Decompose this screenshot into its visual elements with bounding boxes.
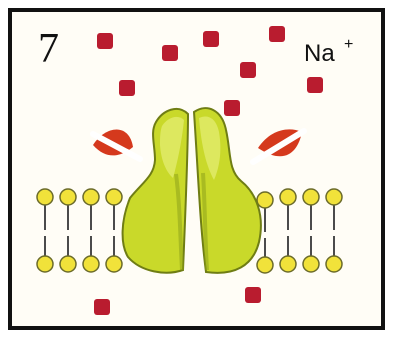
- lipid-head: [303, 256, 319, 272]
- panel-number: 7: [38, 26, 59, 72]
- sodium-ion-icon: [119, 80, 135, 96]
- lipid-head: [326, 189, 342, 205]
- lipid-head: [303, 189, 319, 205]
- sodium-ion-icon: [203, 31, 219, 47]
- sodium-ion-icon: [240, 62, 256, 78]
- sodium-ion-icon: [162, 45, 178, 61]
- lipid-head: [37, 256, 53, 272]
- lipid-head: [106, 189, 122, 205]
- lipid-head: [280, 256, 296, 272]
- sodium-ion-icon: [94, 299, 110, 315]
- sodium-ion-icon: [269, 26, 285, 42]
- ion-label: Na: [304, 40, 335, 67]
- lipid-head: [257, 257, 273, 273]
- lipid-head: [83, 256, 99, 272]
- lipid-head: [60, 256, 76, 272]
- lipid-head: [106, 256, 122, 272]
- lipid-head: [83, 189, 99, 205]
- lipid-head: [280, 189, 296, 205]
- sodium-ion-icon: [307, 77, 323, 93]
- ion-charge: +: [344, 36, 353, 53]
- lipid-head: [326, 256, 342, 272]
- sodium-ion-icon: [97, 33, 113, 49]
- lipid-head: [257, 192, 273, 208]
- lipid-head: [37, 189, 53, 205]
- lipid-head: [60, 189, 76, 205]
- sodium-ion-icon: [224, 100, 240, 116]
- sodium-ion-icon: [245, 287, 261, 303]
